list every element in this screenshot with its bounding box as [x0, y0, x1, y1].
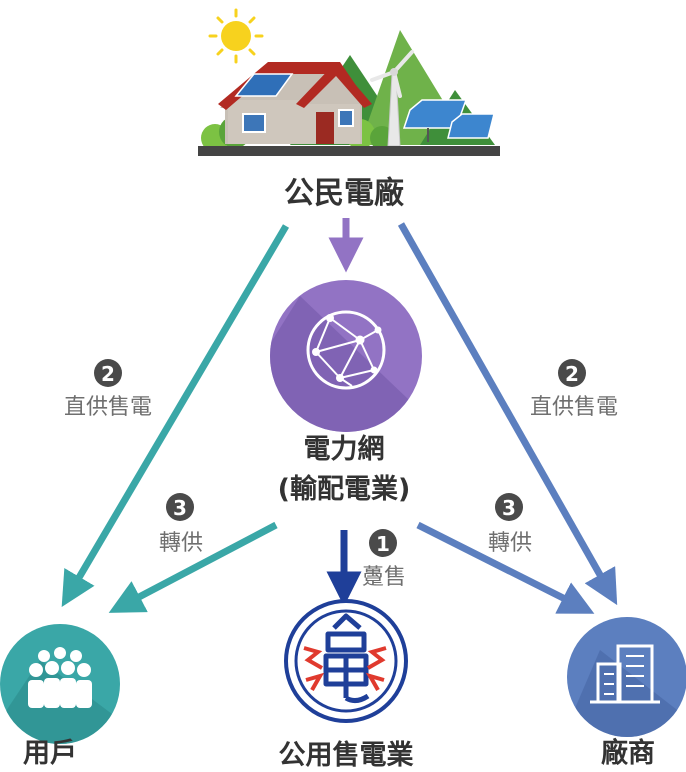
arrow-direct-to-user: [61, 224, 290, 608]
arrow-direct-to-factory: [397, 222, 618, 606]
edge-text: 直供售電: [64, 395, 152, 420]
people-group-icon: [28, 647, 92, 708]
edge-text: 轉供: [488, 531, 532, 556]
house-solar-wind-icon: [198, 8, 500, 156]
step-badge: [166, 493, 194, 521]
node-grid: [270, 280, 422, 432]
edge-label-wheel-left: 3 轉供: [159, 493, 203, 556]
node-label-factory: 廠商: [601, 737, 655, 769]
edge-text: 直供售電: [530, 395, 618, 420]
arrow-wheel-to-factory: [416, 521, 595, 614]
node-user: [0, 624, 120, 744]
edge-text: 轉供: [159, 531, 203, 556]
step-badge-number: 1: [376, 532, 390, 556]
edge-label-direct-right: 2 直供售電: [530, 359, 618, 420]
network-globe-icon: [306, 310, 386, 390]
node-label-grid-line2: (輸配電業): [278, 473, 411, 505]
step-badge: [369, 529, 397, 557]
arrow-wheel-to-user: [108, 521, 278, 613]
step-badge-number: 2: [565, 362, 579, 386]
edge-label-direct-left: 2 直供售電: [64, 359, 152, 420]
taipower-logo: [284, 599, 408, 723]
node-label-user: 用戶: [23, 738, 77, 769]
node-label-citizen-plant: 公民電廠: [284, 176, 404, 211]
wind-turbine-icon: [370, 50, 414, 147]
step-badge: [558, 359, 586, 387]
office-buildings-icon: [590, 644, 660, 704]
step-badge-number: 3: [173, 496, 187, 520]
step-badge-number: 2: [101, 362, 115, 386]
step-badge: [495, 493, 523, 521]
node-label-grid-line1: 電力網: [304, 433, 385, 465]
step-badge-number: 3: [502, 496, 516, 520]
edge-label-wheel-right: 3 轉供: [488, 493, 532, 556]
edge-label-wholesale: 1 躉售: [362, 529, 406, 590]
node-label-utility: 公用售電業: [279, 739, 414, 771]
step-badge: [94, 359, 122, 387]
edge-text: 躉售: [362, 565, 406, 590]
sun-icon: [208, 8, 264, 64]
